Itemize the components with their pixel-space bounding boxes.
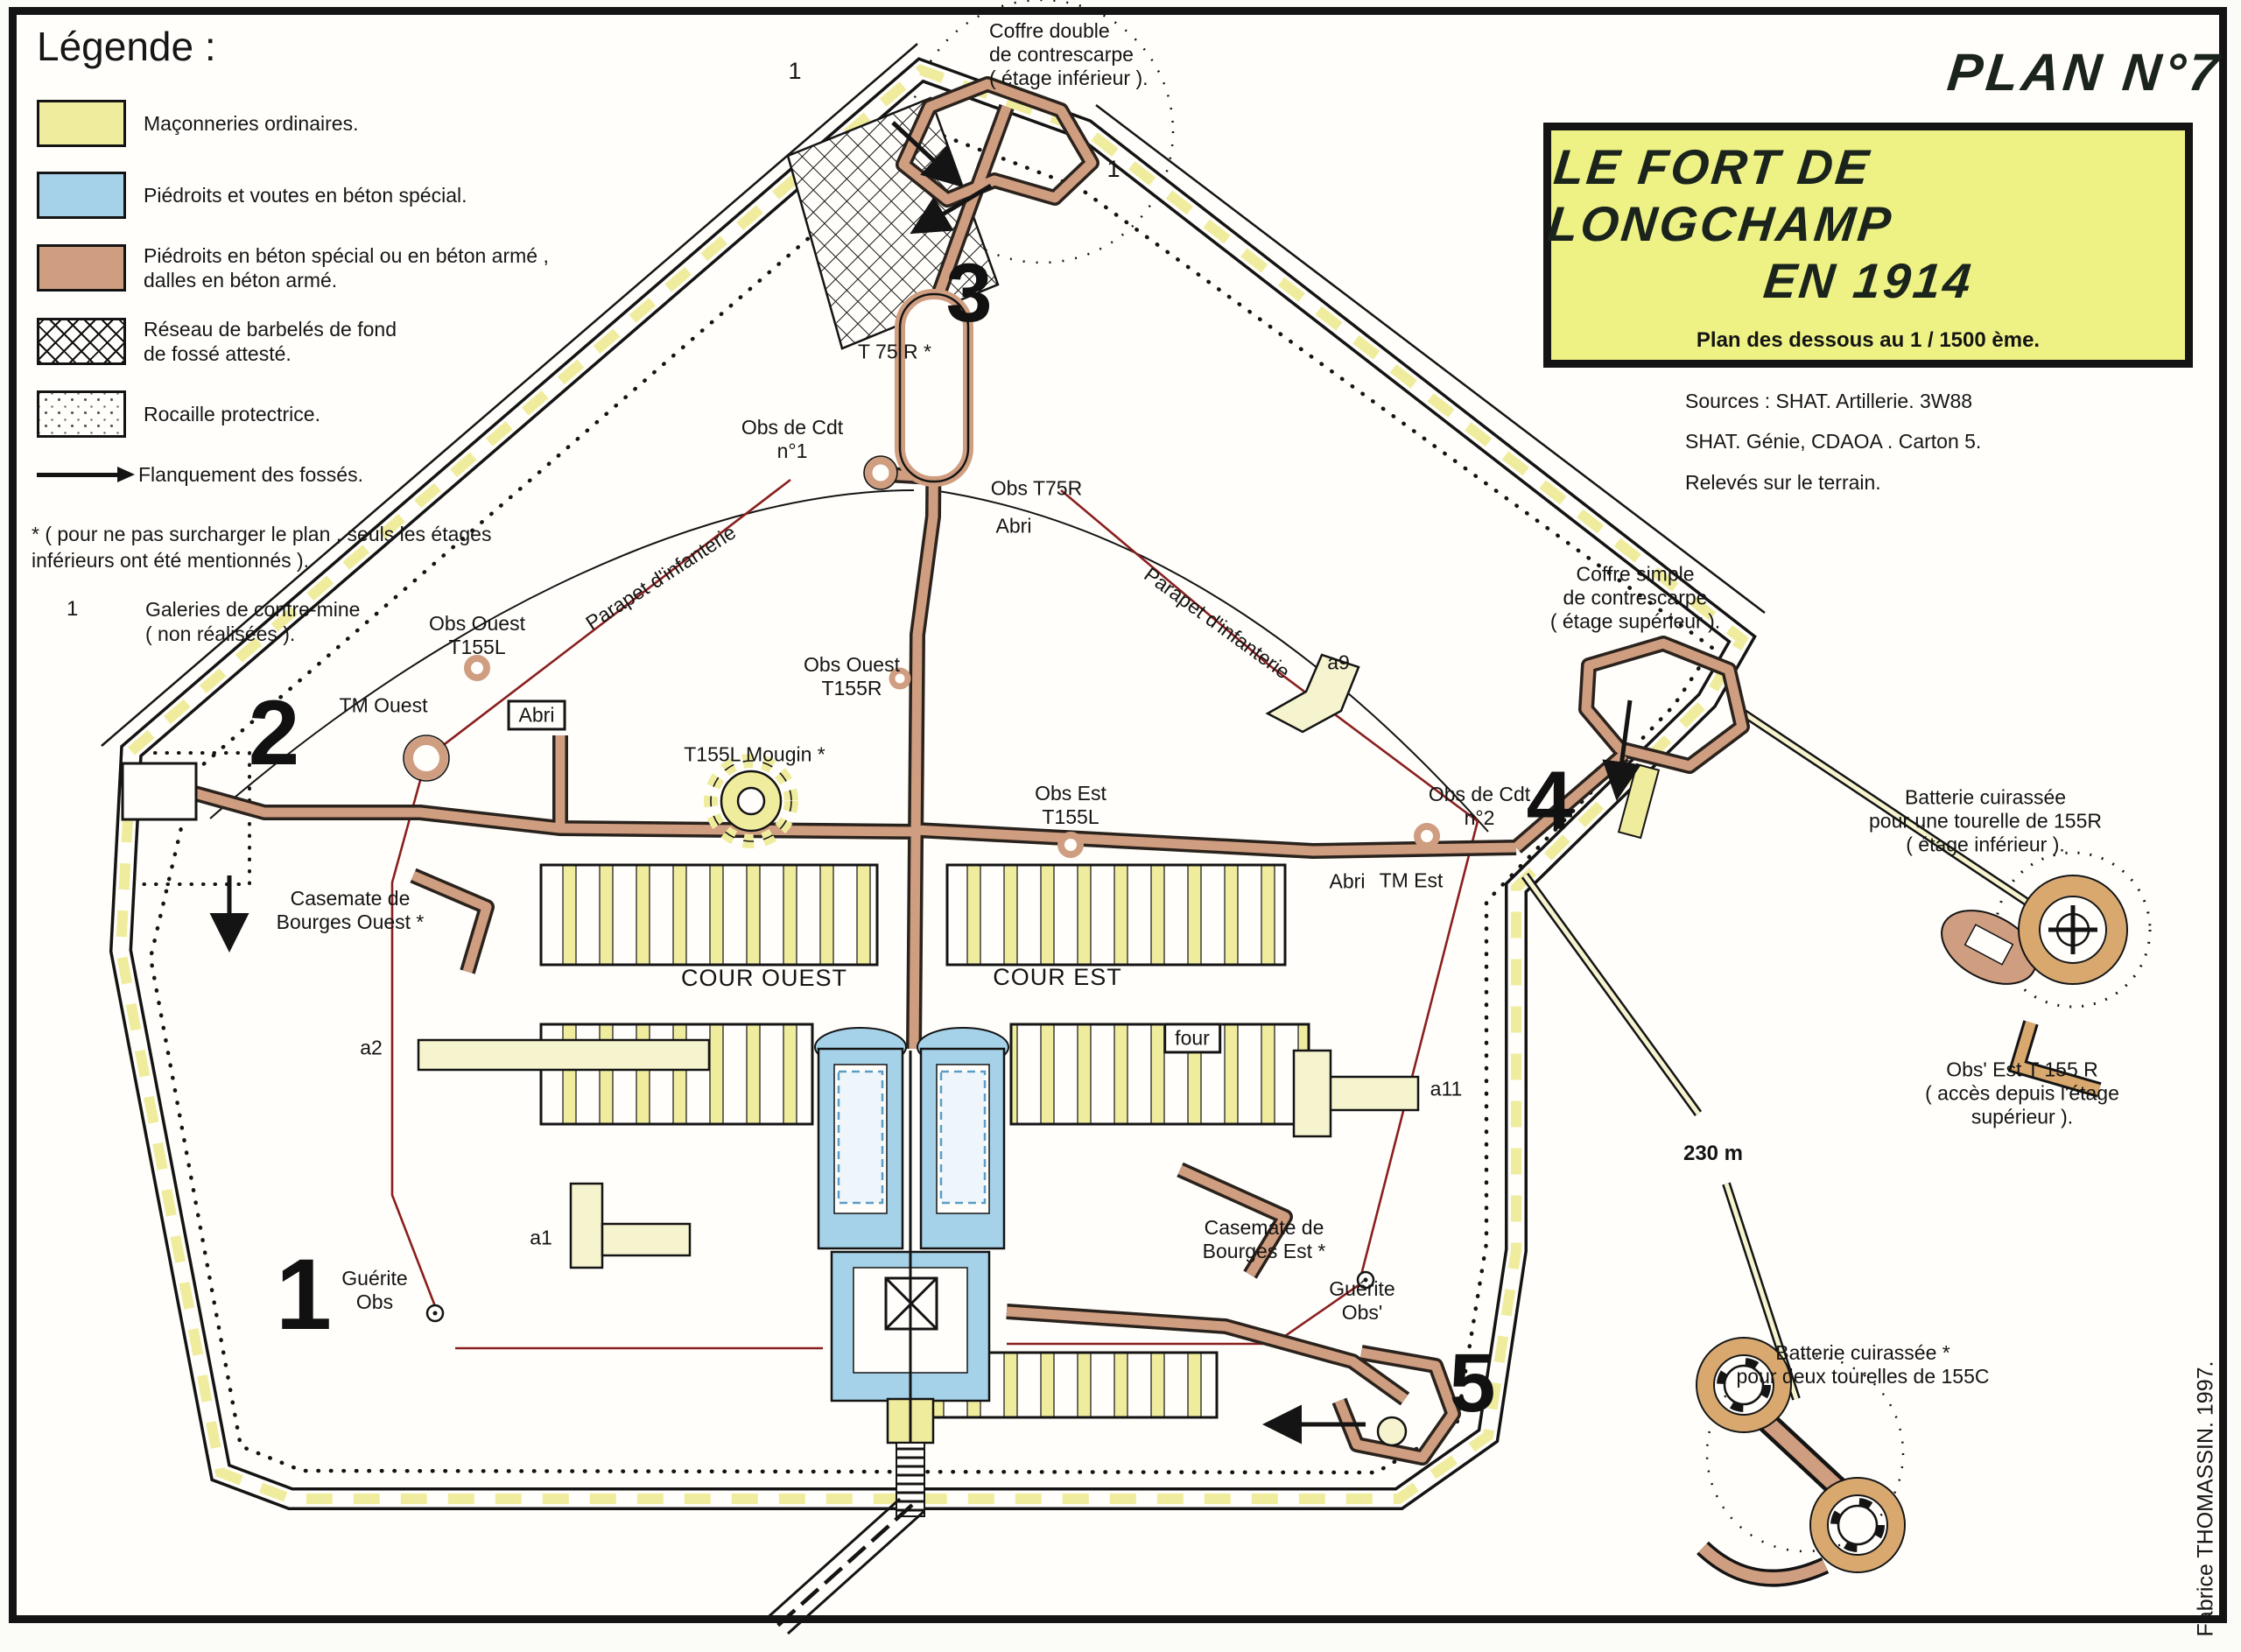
label-tm-est: TM Est (1379, 868, 1444, 892)
legend-heading: Légende : (37, 24, 216, 69)
title-box: LE FORT DE LONGCHAMP EN 1914 Plan des de… (1543, 123, 2193, 368)
label-casemate-bourges-est: Casemate de Bourges Est * (1202, 1215, 1326, 1262)
legend-item-label: Flanquement des fossés. (138, 463, 363, 487)
label-obs-t75r: Obs T75R (990, 476, 1083, 500)
guerite-observation-bells (425, 1270, 1375, 1323)
label-a2: a2 (360, 1036, 383, 1059)
glacis-crest-lines (101, 43, 1766, 747)
plan-number: PLAN N°7 (1944, 43, 2225, 102)
label-casemate-bourges-ouest: Casemate de Bourges Ouest * (276, 886, 425, 933)
label-coffre-simple: Coffre simple de contrescarpe ( étage su… (1549, 562, 1721, 633)
source-line: Sources : SHAT. Artillerie. 3W88 (1685, 390, 1973, 412)
observation-posts (403, 455, 1440, 858)
legend-item-rocaille: Rocaille protectrice. (37, 390, 597, 439)
label-a11: a11 (1430, 1077, 1463, 1100)
label-four: four (1163, 1023, 1221, 1054)
label-t75r: T 75 R * (858, 340, 931, 363)
label-obs-est-t155l: Obs Est T155L (1035, 781, 1106, 828)
label-contremine-1b: 1 (1106, 156, 1120, 183)
label-obs-ouest-t155l: Obs Ouest T155L (429, 611, 525, 658)
mougin-turret-gear (704, 754, 798, 848)
label-guerite-obs: Guérite Obs (341, 1266, 408, 1313)
crosshatch-swatch (37, 318, 126, 366)
label-tm-ouest: TM Ouest (339, 693, 428, 717)
legend: Légende : Maçonneries ordinaires. Piédro… (32, 23, 597, 646)
legend-numbered-item: 1 Galeries de contre-mine ( non réalisée… (67, 597, 597, 646)
legend-number: 1 (67, 597, 79, 622)
label-contremine-1: 1 (788, 58, 802, 85)
legend-numbered-label: Galeries de contre-mine ( non réalisées … (145, 598, 361, 646)
legend-footnote: * ( pour ne pas surcharger le plan , seu… (32, 523, 492, 573)
label-batterie-155c: Batterie cuirassée * pour deux tourelles… (1736, 1340, 1990, 1388)
title-line-2: EN 1914 (1760, 252, 1976, 308)
legend-item-masonry: Maçonneries ordinaires. (37, 100, 597, 147)
legend-item-barbed-wire: Réseau de barbelés de fond de fossé atte… (37, 317, 597, 366)
author-credit: Fabrice THOMASSIN. 1997. (2193, 1360, 2218, 1637)
numeral-4: 4 (1526, 754, 1573, 847)
west-salient-caponier (121, 762, 198, 821)
label-abri-north: Abri (995, 514, 1032, 538)
turret-t75r-block (895, 289, 973, 487)
label-guerite-obs-est: Guérite Obs' (1329, 1276, 1395, 1324)
numeral-3: 3 (945, 246, 993, 340)
legend-item-flanquement: Flanquement des fossés. (37, 462, 597, 487)
label-abri-west: Abri (507, 699, 566, 731)
central-concrete-caserne (814, 1027, 1009, 1445)
label-batterie-155r: Batterie cuirassée pour une tourelle de … (1869, 785, 2102, 856)
legend-item-label: Maçonneries ordinaires. (144, 111, 359, 135)
numeral-5: 5 (1449, 1336, 1496, 1430)
inner-rampart-roads (209, 489, 1489, 833)
source-line: Relevés sur le terrain. (1685, 470, 1881, 494)
label-a1: a1 (530, 1226, 552, 1249)
label-t155l-mougin: T155L Mougin * (684, 742, 825, 766)
source-line: SHAT. Génie, CDAOA . Carton 5. (1685, 430, 1982, 453)
legend-item-label: Rocaille protectrice. (144, 403, 320, 426)
label-distance-230m: 230 m (1683, 1141, 1744, 1165)
batterie-155r (1941, 875, 2128, 1098)
legend-item-label: Piédroits et voutes en béton spécial. (144, 183, 467, 207)
label-a9: a9 (1327, 650, 1350, 674)
brown-swatch (37, 244, 126, 292)
enceinte-ditch-wall (109, 57, 1757, 1510)
title-subtitle: Plan des dessous au 1 / 1500 ème. (1696, 327, 2041, 352)
label-cour-ouest: COUR OUEST (680, 965, 848, 992)
label-coffre-double: Coffre double de contrescarpe ( étage in… (989, 19, 1149, 90)
parapet-infanterie-line (390, 478, 1479, 1350)
legend-item-label: Piédroits en béton spécial ou en béton a… (144, 244, 549, 292)
label-obs-cdt-1: Obs de Cdt n°1 (741, 415, 844, 462)
numeral-2: 2 (248, 682, 300, 785)
dots-swatch (37, 390, 126, 439)
sources-block: Sources : SHAT. Artillerie. 3W88 SHAT. G… (1685, 383, 1981, 505)
label-cour-est: COUR EST (993, 964, 1122, 991)
legend-item-reinforced-concrete: Piédroits en béton spécial ou en béton a… (37, 243, 597, 292)
label-obs-est-t155r: Obs' Est T 155 R ( accès depuis l'étage … (1925, 1058, 2119, 1128)
annex-corridors (417, 653, 1420, 1447)
legend-item-label: Réseau de barbelés de fond de fossé atte… (144, 318, 397, 366)
label-abri-east: Abri (1329, 869, 1366, 893)
yellow-swatch (37, 100, 126, 147)
gorge-entrance (762, 1442, 926, 1635)
batterie-155c (1696, 1337, 1906, 1587)
arrow-icon (37, 466, 135, 482)
flanking-arrows (209, 121, 1641, 1445)
numeral-1: 1 (276, 1239, 332, 1352)
rocaille-dotted-bands (130, 0, 2152, 1553)
title-line-1: LE FORT DE LONGCHAMP (1545, 138, 1896, 251)
label-obs-ouest-t155r: Obs Ouest T155R (804, 652, 900, 699)
label-obs-cdt-2: Obs de Cdt n°2 (1428, 782, 1531, 829)
legend-item-special-concrete: Piédroits et voutes en béton spécial. (37, 172, 597, 219)
blue-swatch (37, 172, 126, 219)
